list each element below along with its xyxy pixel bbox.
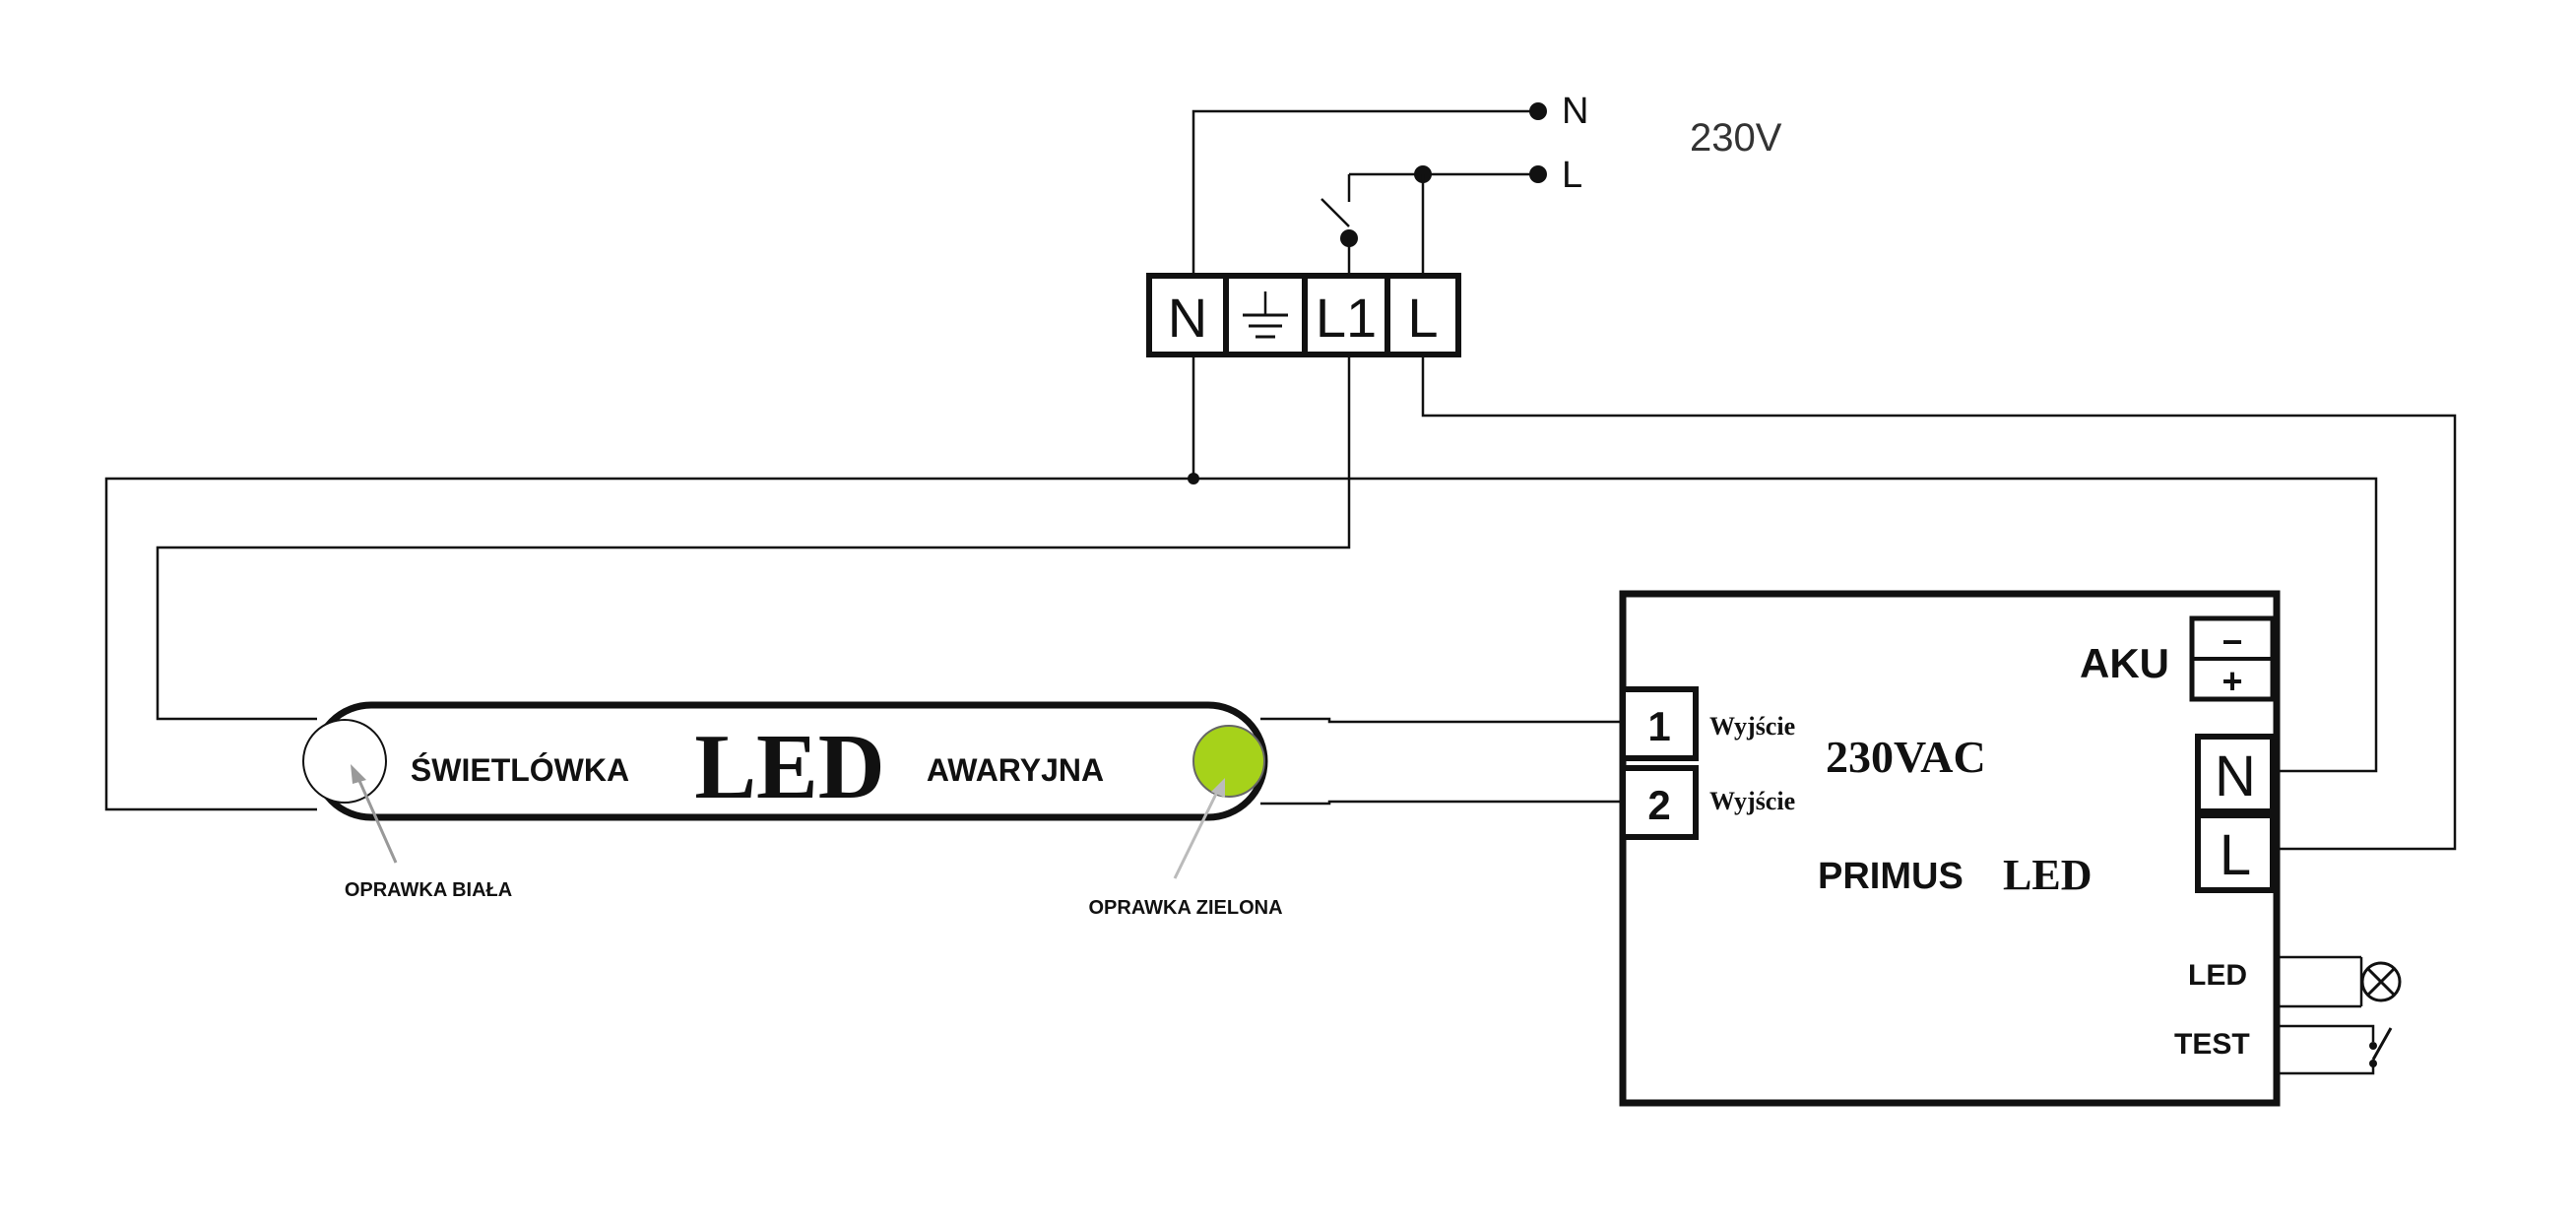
n-to-tube-wire: [104, 477, 1193, 811]
led-tube: ŚWIETLÓWKA LED AWARYJNA: [302, 701, 1268, 821]
supply-wiring: [1191, 102, 1547, 276]
module-name-part2: LED: [2003, 851, 2092, 899]
aku-minus: −: [2222, 621, 2242, 662]
supply-n-label: N: [1562, 91, 1588, 132]
n-supply-wire: [1191, 109, 1538, 276]
green-holder: [1192, 725, 1265, 798]
green-holder-pointer: [1173, 787, 1221, 879]
l-terminal-dot: [1529, 165, 1547, 183]
output1-wire: [1260, 717, 1623, 724]
white-holder: [302, 719, 387, 804]
wall-switch-icon: [1320, 198, 1350, 227]
supply-l-label: L: [1562, 155, 1582, 196]
primus-module: 1 2 Wyjście Wyjście 230VAC PRIMUS LED AK…: [1619, 590, 2402, 1107]
supply-voltage-label: 230V: [1690, 116, 1782, 160]
module-name-part1: PRIMUS: [1818, 856, 1964, 897]
output2-wire: [1260, 800, 1623, 806]
n-terminal-dot: [1529, 102, 1547, 120]
terminal-l-label: L: [1407, 287, 1438, 349]
load-wiring: [104, 355, 2457, 851]
output-2-label: Wyjście: [1709, 787, 1795, 815]
output-1-number: 1: [1647, 703, 1670, 749]
terminal-n-label: N: [1168, 287, 1207, 349]
output-1-label: Wyjście: [1709, 712, 1795, 741]
n-to-module-wire: [1193, 477, 2378, 773]
green-holder-label: OPRAWKA ZIELONA: [1088, 897, 1282, 919]
led-label: LED: [2188, 959, 2247, 992]
white-holder-label: OPRAWKA BIAŁA: [345, 879, 512, 901]
output-2-number: 2: [1647, 782, 1670, 828]
module-voltage: 230VAC: [1826, 732, 1986, 782]
tube-center-text: LED: [694, 716, 884, 818]
aku-plus: +: [2222, 661, 2242, 701]
output-1-terminal: [1620, 686, 1699, 761]
output-2-terminal: [1620, 765, 1699, 840]
test-label: TEST: [2174, 1028, 2250, 1061]
module-l-label: L: [2220, 823, 2251, 887]
test-switch-icon: [2369, 1027, 2393, 1067]
module-frame: [1619, 590, 2281, 1107]
l-to-module-wire: [1421, 355, 2457, 851]
tube-left-text: ŚWIETLÓWKA: [411, 752, 629, 788]
l1-to-tube-wire: [156, 355, 1351, 721]
module-l-terminal: [2195, 812, 2276, 893]
white-holder-pointer: [354, 773, 398, 864]
earth-ground-icon: [1243, 291, 1288, 339]
module-n-label: N: [2215, 744, 2256, 808]
terminal-block: N L1 L: [1146, 273, 1461, 357]
module-n-terminal: [2195, 734, 2276, 814]
indicator-lamp-icon: [2359, 957, 2402, 1006]
terminal-l1-label: L1: [1316, 287, 1377, 349]
tube-right-text: AWARYJNA: [927, 752, 1104, 788]
aku-label: AKU: [2080, 640, 2169, 686]
